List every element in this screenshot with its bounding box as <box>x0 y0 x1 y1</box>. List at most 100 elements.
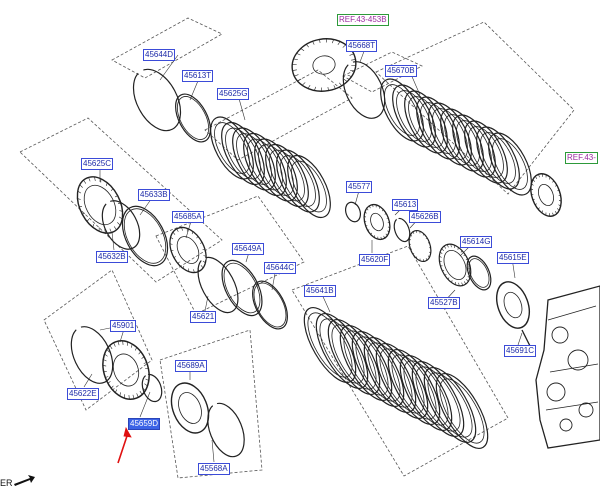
part-drum-45901-tooth-9 <box>128 395 130 400</box>
part-clutch-pack-45670b-10 <box>488 132 532 196</box>
part-ring-45626b <box>393 217 411 243</box>
part-ring-45613t <box>175 93 211 143</box>
part-clutch-pack-45670b-9 <box>476 126 520 190</box>
part-drum-45625c-tooth-11 <box>82 212 85 215</box>
callout-45527b[interactable]: 45527B <box>428 297 460 309</box>
part-drum-45901-tooth-22 <box>113 342 116 347</box>
callout-45615e[interactable]: 45615E <box>497 252 529 264</box>
part-drum-ref-43-tooth-6 <box>552 212 554 216</box>
callout-45577[interactable]: 45577 <box>346 181 373 193</box>
part-ring-45613-tooth-3 <box>427 255 430 258</box>
part-clutch-pack-45625g-7 <box>276 149 320 213</box>
part-clutch-pack-45641b-4-inner <box>343 330 389 396</box>
part-plate-45614g-tooth-22 <box>454 245 455 249</box>
part-clutch-pack-45625g-5-outer <box>254 138 298 202</box>
part-gear-45620f-tooth-3 <box>387 230 390 233</box>
part-ring-45613-tooth-11 <box>409 238 411 241</box>
part-ring-45613-tooth-13 <box>412 231 415 234</box>
part-gear-45620f-tooth-16 <box>369 205 371 209</box>
callout-45625g[interactable]: 45625G <box>217 88 250 100</box>
callout-45659d[interactable]: 45659D <box>128 418 161 430</box>
part-drum-ref-43-tooth-15 <box>531 183 534 186</box>
part-hub-45685a-tooth-11 <box>171 250 174 251</box>
part-ring-45613-tooth-4 <box>425 258 428 261</box>
part-hub-ref-43-453b-tooth-13 <box>294 74 299 77</box>
part-hub-ref-43-453b-tooth-8 <box>321 87 323 92</box>
part-drum-ref-43-tooth-21 <box>549 176 551 180</box>
part-drum-45625c-tooth-14 <box>77 190 82 194</box>
part-plate-45614g-tooth-25 <box>463 254 466 257</box>
part-drum-45625c-inner <box>83 184 117 226</box>
part-drum-45625c-tooth-12 <box>79 206 83 207</box>
part-clutch-pack-45625g-4-outer <box>243 132 287 197</box>
part-hub-45685a-tooth-4 <box>200 265 204 269</box>
part-drum-ref-43-tooth-4 <box>557 208 560 211</box>
part-plate-45614g-tooth-24 <box>460 250 463 253</box>
callout-ref-43-right[interactable]: REF.43- <box>565 152 598 164</box>
callout-45613t[interactable]: 45613T <box>182 70 214 82</box>
callout-45691c[interactable]: 45691C <box>504 345 537 357</box>
callout-45625c[interactable]: 45625C <box>81 158 114 170</box>
part-plate-45614g-tooth-16 <box>439 255 442 258</box>
part-hub-45685a-tooth-3 <box>202 260 206 263</box>
callout-ref-43-453b[interactable]: REF.43-453B <box>337 14 389 26</box>
part-ring-45568a-gap <box>211 402 218 407</box>
group-frames <box>19 17 575 479</box>
part-gear-45620f-tooth-15 <box>366 208 369 211</box>
callout-45670b[interactable]: 45670B <box>385 65 417 77</box>
part-hub-45685a-tooth-13 <box>170 237 174 240</box>
part-drum-45625c-tooth-15 <box>79 184 83 188</box>
part-plate-45614g-tooth-23 <box>457 247 459 250</box>
part-plate-45614g-tooth-9 <box>455 281 456 285</box>
part-plate-45614g-tooth-0 <box>465 258 468 261</box>
part-ring-45613-tooth-5 <box>422 259 425 262</box>
part-drum-45901-tooth-24 <box>122 340 124 345</box>
callout-45614g[interactable]: 45614G <box>460 236 493 248</box>
part-gear-45620f-tooth-18 <box>375 204 377 208</box>
corner-arrow-icon <box>14 475 35 486</box>
part-plate-45614g-tooth-14 <box>440 265 443 267</box>
callout-45644d[interactable]: 45644D <box>143 49 176 61</box>
part-snap-ring-45644d-gap <box>137 68 144 75</box>
part-gear-45620f-tooth-9 <box>370 232 372 235</box>
part-drum-ref-43-tooth-13 <box>531 193 534 195</box>
part-gear-45620f-tooth-10 <box>367 229 370 231</box>
part-hub-ref-43-453b-tooth-6 <box>333 85 336 89</box>
part-drum-45901-tooth-4 <box>144 383 148 387</box>
callout-45568a[interactable]: 45568A <box>198 463 230 475</box>
callout-45644c[interactable]: 45644C <box>264 262 297 274</box>
callout-45633b[interactable]: 45633B <box>138 189 170 201</box>
part-drum-ref-43-tooth-9 <box>541 210 543 214</box>
part-drum-45625c-tooth-17 <box>88 177 91 182</box>
callout-45641b[interactable]: 45641B <box>304 285 336 297</box>
callout-45632b[interactable]: 45632B <box>96 251 128 263</box>
callout-45689a[interactable]: 45689A <box>175 360 207 372</box>
callout-45620f[interactable]: 45620F <box>359 254 391 266</box>
part-hub-45685a-tooth-2 <box>203 255 207 257</box>
callout-45901[interactable]: 45901 <box>110 320 137 332</box>
callout-45626b[interactable]: 45626B <box>409 211 441 223</box>
pointer-arrow <box>117 432 129 464</box>
part-ring-45668t <box>342 60 386 119</box>
case-boss-5 <box>559 418 573 432</box>
part-gear-45620f-tooth-20 <box>382 209 384 212</box>
part-clutch-pack-45625g-8 <box>287 154 331 219</box>
part-drum-45901-tooth-29 <box>141 356 145 359</box>
part-ring-45613-tooth-15 <box>419 231 421 234</box>
callout-45622e[interactable]: 45622E <box>67 388 99 400</box>
callout-45649a[interactable]: 45649A <box>232 243 264 255</box>
callout-45685a[interactable]: 45685A <box>172 211 204 223</box>
part-clutch-pack-45641b-12 <box>435 373 489 449</box>
callout-45668t[interactable]: 45668T <box>346 40 378 52</box>
part-clutch-pack-45625g-3 <box>232 127 276 191</box>
callout-45613[interactable]: 45613 <box>392 199 419 211</box>
part-gear-45620f-tooth-21 <box>384 213 387 215</box>
part-clutch-pack-45625g-8-outer <box>287 154 331 219</box>
part-hub-45685a-tooth-7 <box>188 268 190 272</box>
part-clutch-pack-45625g-2-outer <box>221 121 265 186</box>
part-hub-ref-43-453b-tooth-12 <box>297 78 302 82</box>
callout-45621[interactable]: 45621 <box>190 311 217 323</box>
part-gear-45620f-tooth-12 <box>364 220 367 222</box>
part-drum-ref-43-inner <box>538 183 554 207</box>
part-plate-45614g-tooth-21 <box>450 244 452 248</box>
